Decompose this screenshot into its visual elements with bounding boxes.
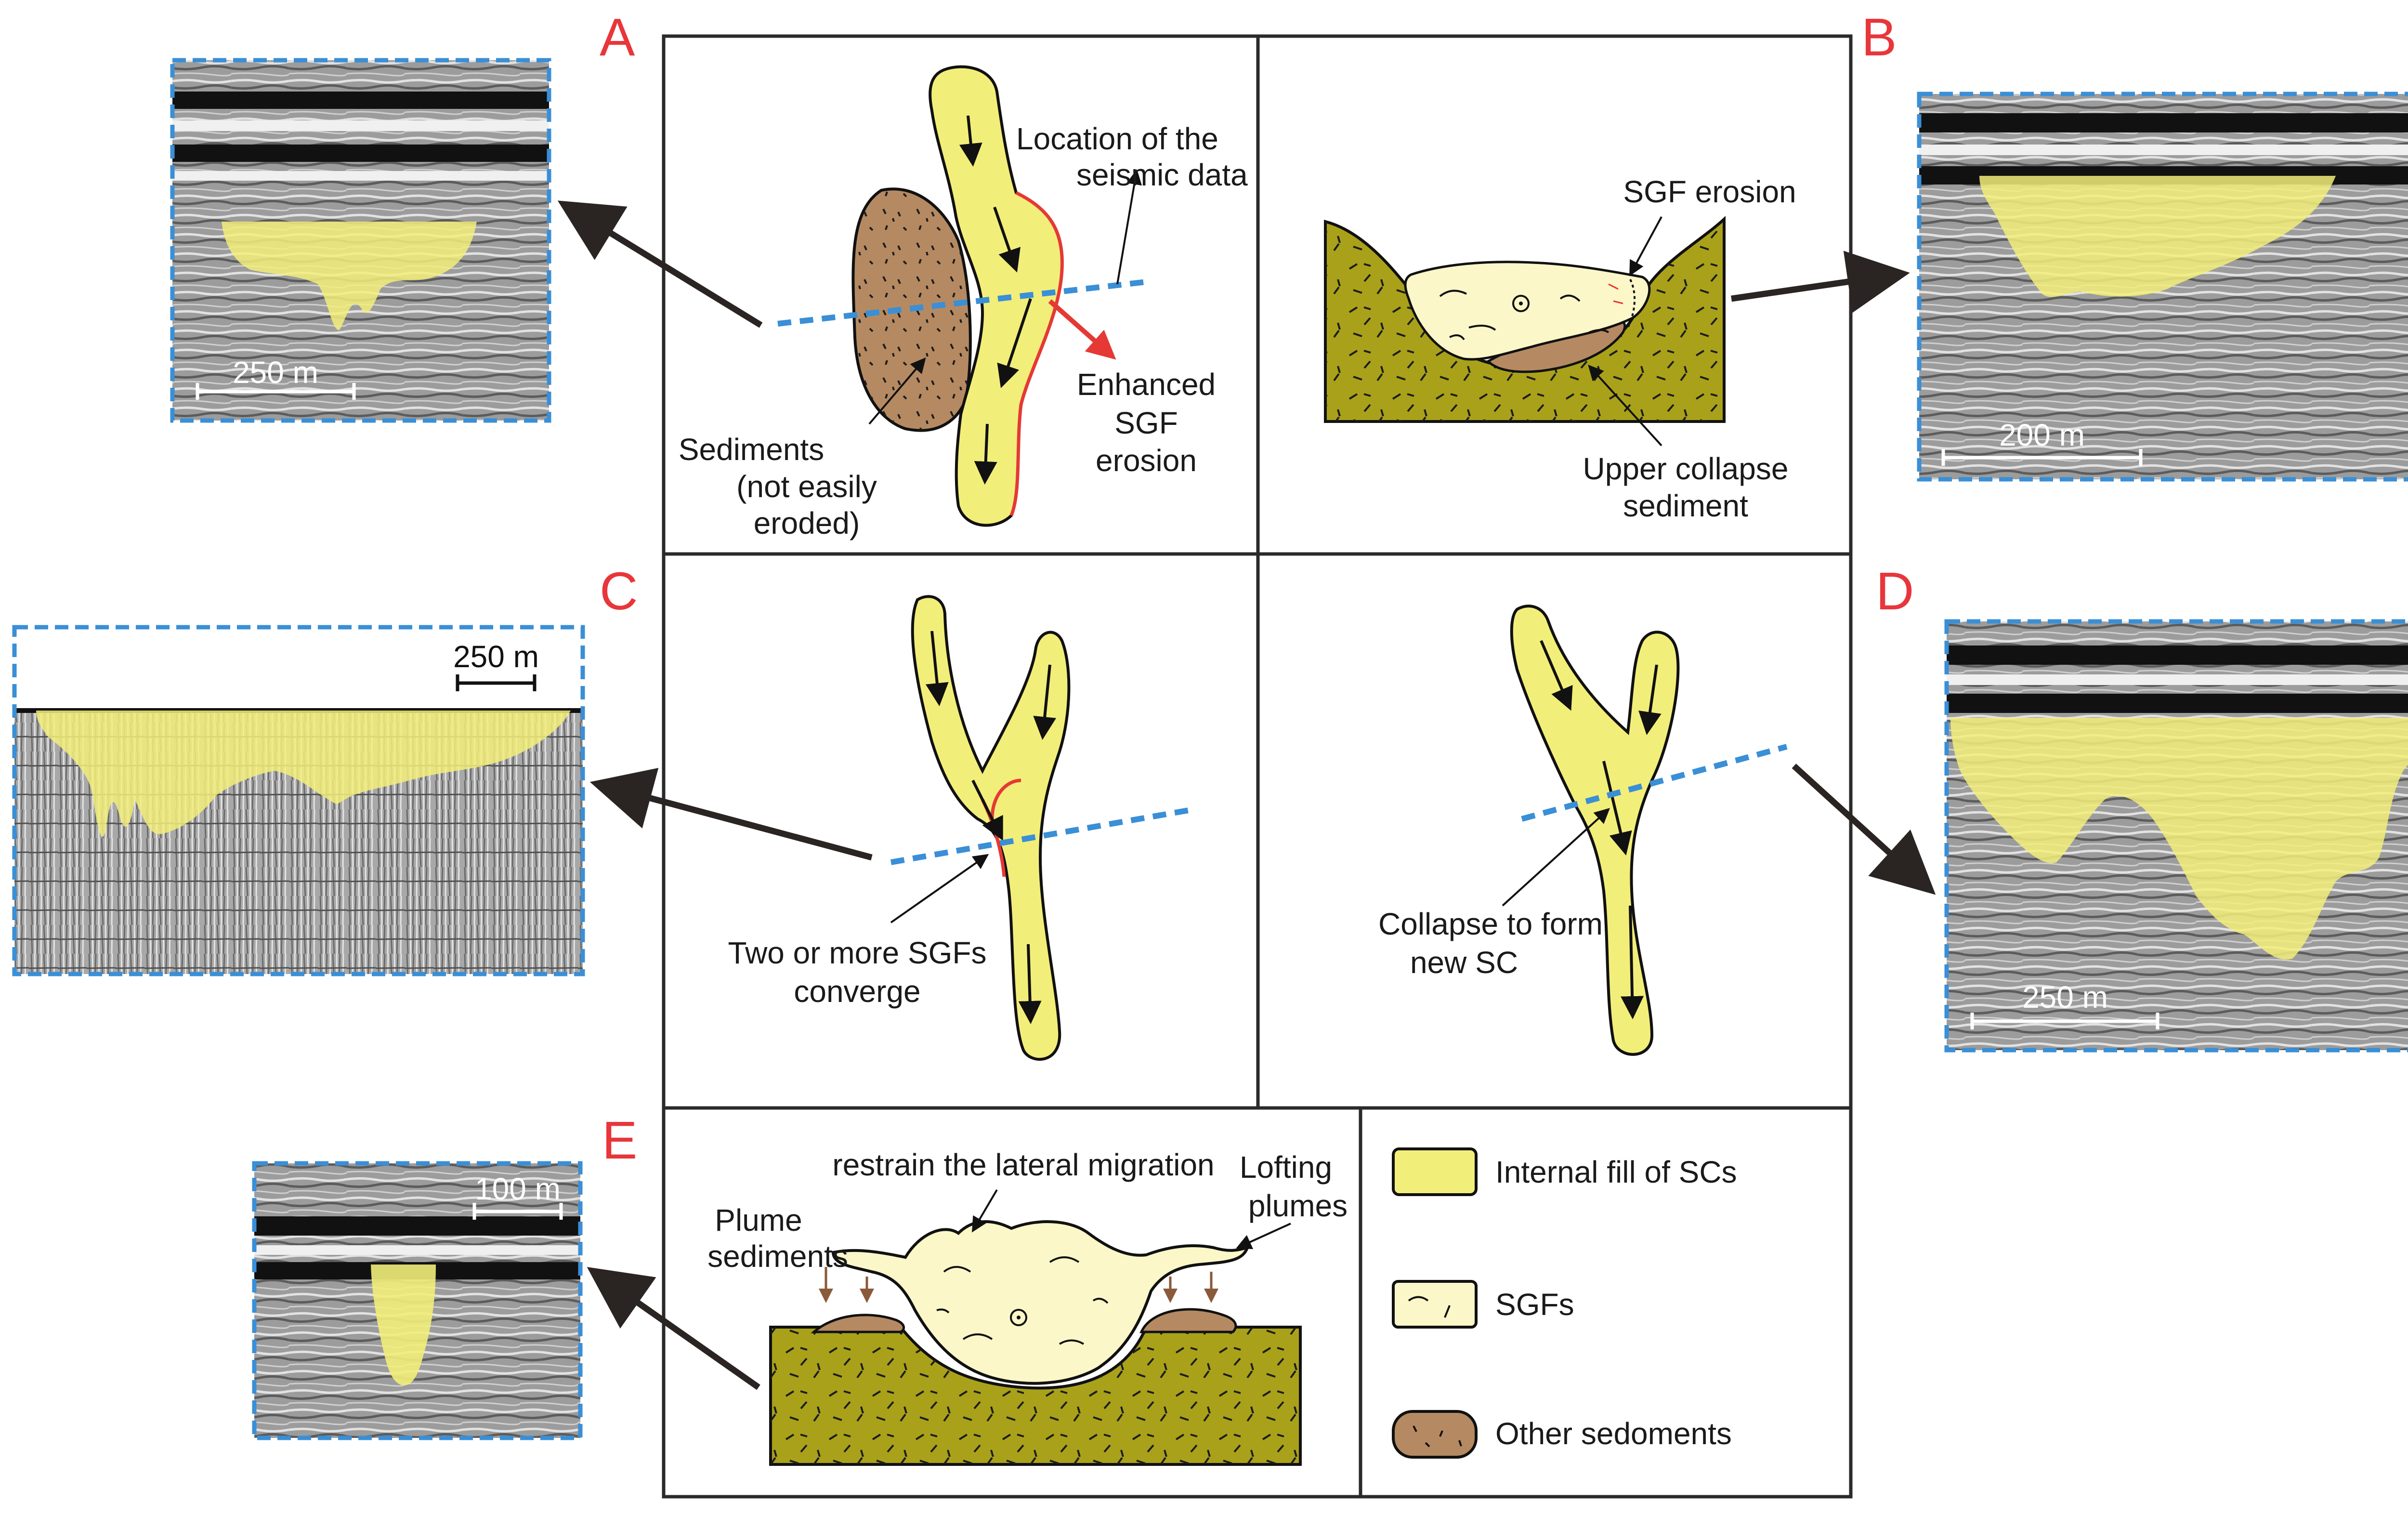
sediments-label-1: Sediments	[679, 432, 824, 467]
panel-letter-c: C	[600, 562, 638, 621]
panel-letter-d: D	[1876, 562, 1914, 621]
scale-label-e: 100 m	[475, 1172, 561, 1206]
seismic-image-a: 250 m	[170, 58, 551, 423]
seismic-line-a	[777, 278, 1152, 327]
scale-label-a: 250 m	[233, 355, 318, 390]
panel-grid	[662, 34, 1853, 1499]
legend-item-sgfs: SGFs	[1392, 1280, 1574, 1329]
erosion-label-1: Enhanced	[1077, 367, 1216, 402]
converge-label-1: Two or more SGFs	[728, 935, 987, 970]
seismic-image-e: 100 m	[252, 1161, 583, 1440]
legend-label-internal-fill: Internal fill of SCs	[1495, 1155, 1737, 1189]
legend-item-other-sediments: Other sedoments	[1392, 1410, 1732, 1459]
arrow-e	[587, 1267, 760, 1390]
location-label-1: Location of the	[1016, 121, 1218, 156]
channel-a	[929, 65, 1064, 527]
arrow-c	[589, 768, 873, 861]
panel-letter-a: A	[600, 8, 635, 67]
legend-item-internal-fill: Internal fill of SCs	[1392, 1147, 1737, 1196]
plume-sediment-right	[1139, 1308, 1237, 1333]
panel-letter-e: E	[602, 1111, 637, 1170]
panel-a-schematic: Location of the seismic data Sediments (…	[679, 65, 1248, 540]
sgf-erosion-label: SGF erosion	[1623, 174, 1796, 209]
location-label-2: seismic data	[1076, 158, 1248, 192]
seismic-image-b: 200 m	[1917, 92, 2408, 482]
sediments-label-2: (not easily	[736, 469, 877, 504]
seismic-line-c	[890, 806, 1195, 865]
scale-label-c: 250 m	[453, 639, 539, 674]
channel-fill-a	[222, 222, 477, 330]
lofting-plumes-label-2: plumes	[1248, 1188, 1348, 1223]
channel-fill-c	[36, 711, 571, 837]
panel-d-schematic: Collapse to form new SC	[1378, 605, 1788, 1056]
collapse-label-2: sediment	[1623, 488, 1748, 523]
legend-swatch-internal-fill	[1392, 1147, 1478, 1196]
collapse-label-1: Upper collapse	[1583, 451, 1789, 486]
channel-fill-d	[1950, 718, 2408, 960]
arrow-d	[1792, 764, 1936, 895]
scale-label-d: 250 m	[2022, 980, 2108, 1014]
legend-swatch-sgfs	[1392, 1280, 1478, 1329]
legend-swatch-other-sediments	[1392, 1410, 1478, 1459]
channel-d	[1510, 605, 1680, 1056]
arrow-b	[1731, 250, 1910, 313]
legend: Internal fill of SCs SGFs Other sedoment…	[1392, 1147, 1737, 1459]
erosion-label-3: erosion	[1096, 443, 1197, 478]
plume-sediment-left	[811, 1314, 905, 1333]
connector-arrows	[557, 200, 1936, 1390]
panel-b-schematic: SGF erosion Upper collapse sediment	[1324, 174, 1796, 523]
collapse-new-sc-label-1: Collapse to form	[1378, 907, 1603, 941]
erosion-label-2: SGF	[1114, 406, 1178, 440]
arrow-a	[557, 200, 763, 328]
lofting-plumes-label-1: Lofting	[1240, 1150, 1332, 1185]
channel-fill-e	[371, 1265, 436, 1385]
sediments-label-3: eroded)	[754, 506, 860, 540]
channel-fill-b	[1979, 176, 2336, 297]
panel-letter-b: B	[1861, 8, 1897, 67]
seismic-line-d	[1521, 744, 1788, 822]
plume-sediments-label-2: sediments	[707, 1239, 848, 1274]
sgf-body-b	[1404, 261, 1651, 361]
collapse-new-sc-label-2: new SC	[1410, 945, 1518, 980]
legend-label-sgfs: SGFs	[1495, 1287, 1574, 1322]
erosion-line	[1009, 191, 1064, 516]
legend-label-other-sediments: Other sedoments	[1495, 1416, 1732, 1451]
seismic-image-c: 250 m	[12, 625, 585, 976]
panel-c-schematic: Two or more SGFs converge	[728, 595, 1195, 1061]
plume-sediments-label-1: Plume	[715, 1203, 802, 1238]
restrain-label: restrain the lateral migration	[832, 1147, 1214, 1182]
panel-e-schematic: restrain the lateral migration Plume sed…	[707, 1147, 1348, 1466]
scale-label-b: 200 m	[1999, 418, 2085, 452]
seismic-image-d: 250 m	[1944, 619, 2408, 1053]
converge-label-2: converge	[794, 974, 920, 1009]
